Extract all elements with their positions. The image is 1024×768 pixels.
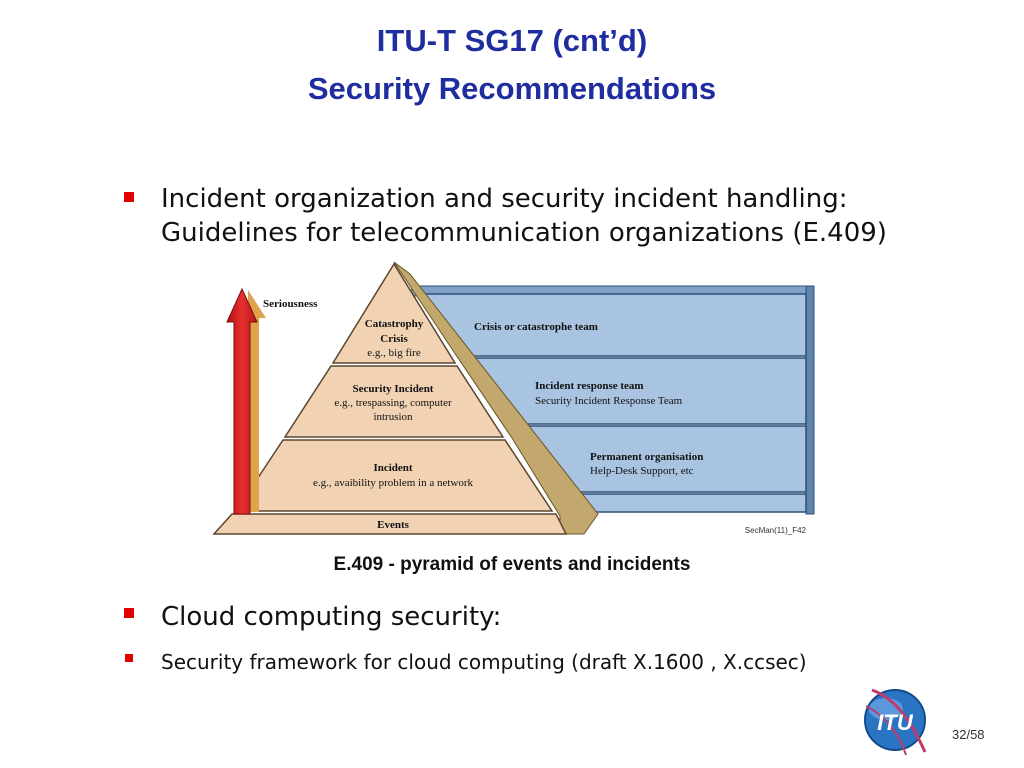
pyramid-layers	[212, 262, 568, 535]
bullet-item-1-line2: Guidelines for telecommunication organiz…	[161, 218, 887, 248]
itu-logo-text: ITU	[877, 710, 914, 735]
itu-logo: ITU	[864, 688, 927, 756]
layer-events	[212, 513, 568, 535]
level-incident-example: e.g., avaibility problem in a network	[313, 477, 474, 489]
team-boxes	[398, 285, 815, 515]
itu-logo-swoosh	[871, 688, 927, 753]
itu-logo-swoosh-2	[865, 705, 907, 756]
bullet-item-1-line1: Incident organization and security incid…	[161, 184, 848, 214]
layer-incident	[234, 439, 554, 512]
seriousness-arrow	[226, 287, 258, 515]
level-security-incident-example1: e.g., trespassing, computer	[334, 397, 452, 409]
bullet-item-2: Cloud computing security:	[161, 602, 502, 632]
axis-label: Seriousness	[263, 298, 318, 310]
team-crisis-title: Crisis or catastrophe team	[474, 321, 598, 333]
bullet-item-3: Security framework for cloud computing (…	[161, 650, 807, 674]
team-incident-response-title: Incident response team	[535, 380, 644, 392]
team-panel-right-edge	[805, 285, 815, 515]
diagram-caption: E.409 - pyramid of events and incidents	[333, 554, 691, 575]
bullet-item-1: Incident organization and security incid…	[161, 182, 961, 250]
level-catastrophy-line1: Catastrophy	[365, 318, 424, 330]
bullet-marker-3	[125, 654, 133, 662]
level-catastrophy-line2: Crisis	[380, 333, 408, 345]
bullet-marker-1	[124, 192, 134, 202]
team-incident-response-subtitle: Security Incident Response Team	[535, 395, 683, 407]
level-security-incident-example2: intrusion	[373, 411, 413, 423]
slide-title-line2: Security Recommendations	[307, 71, 717, 106]
level-catastrophy-example: e.g., big fire	[367, 347, 421, 359]
page-number: 32/58	[952, 727, 985, 742]
team-permanent-title: Permanent organisation	[590, 451, 703, 463]
level-events-title: Events	[377, 519, 410, 531]
team-box-bottom	[572, 493, 807, 513]
slide-title-line1: ITU-T SG17 (cnt’d)	[376, 23, 648, 58]
layer-security-incident	[283, 365, 505, 438]
bullet-marker-2	[124, 608, 134, 618]
figure-id: SecMan(11)_F42	[745, 526, 807, 535]
team-permanent-subtitle: Help-Desk Support, etc	[590, 465, 694, 477]
level-incident-title: Incident	[373, 462, 412, 474]
seriousness-arrow-shadow	[248, 290, 266, 512]
level-security-incident-title: Security Incident	[353, 383, 434, 395]
layer-catastrophy	[331, 262, 457, 364]
